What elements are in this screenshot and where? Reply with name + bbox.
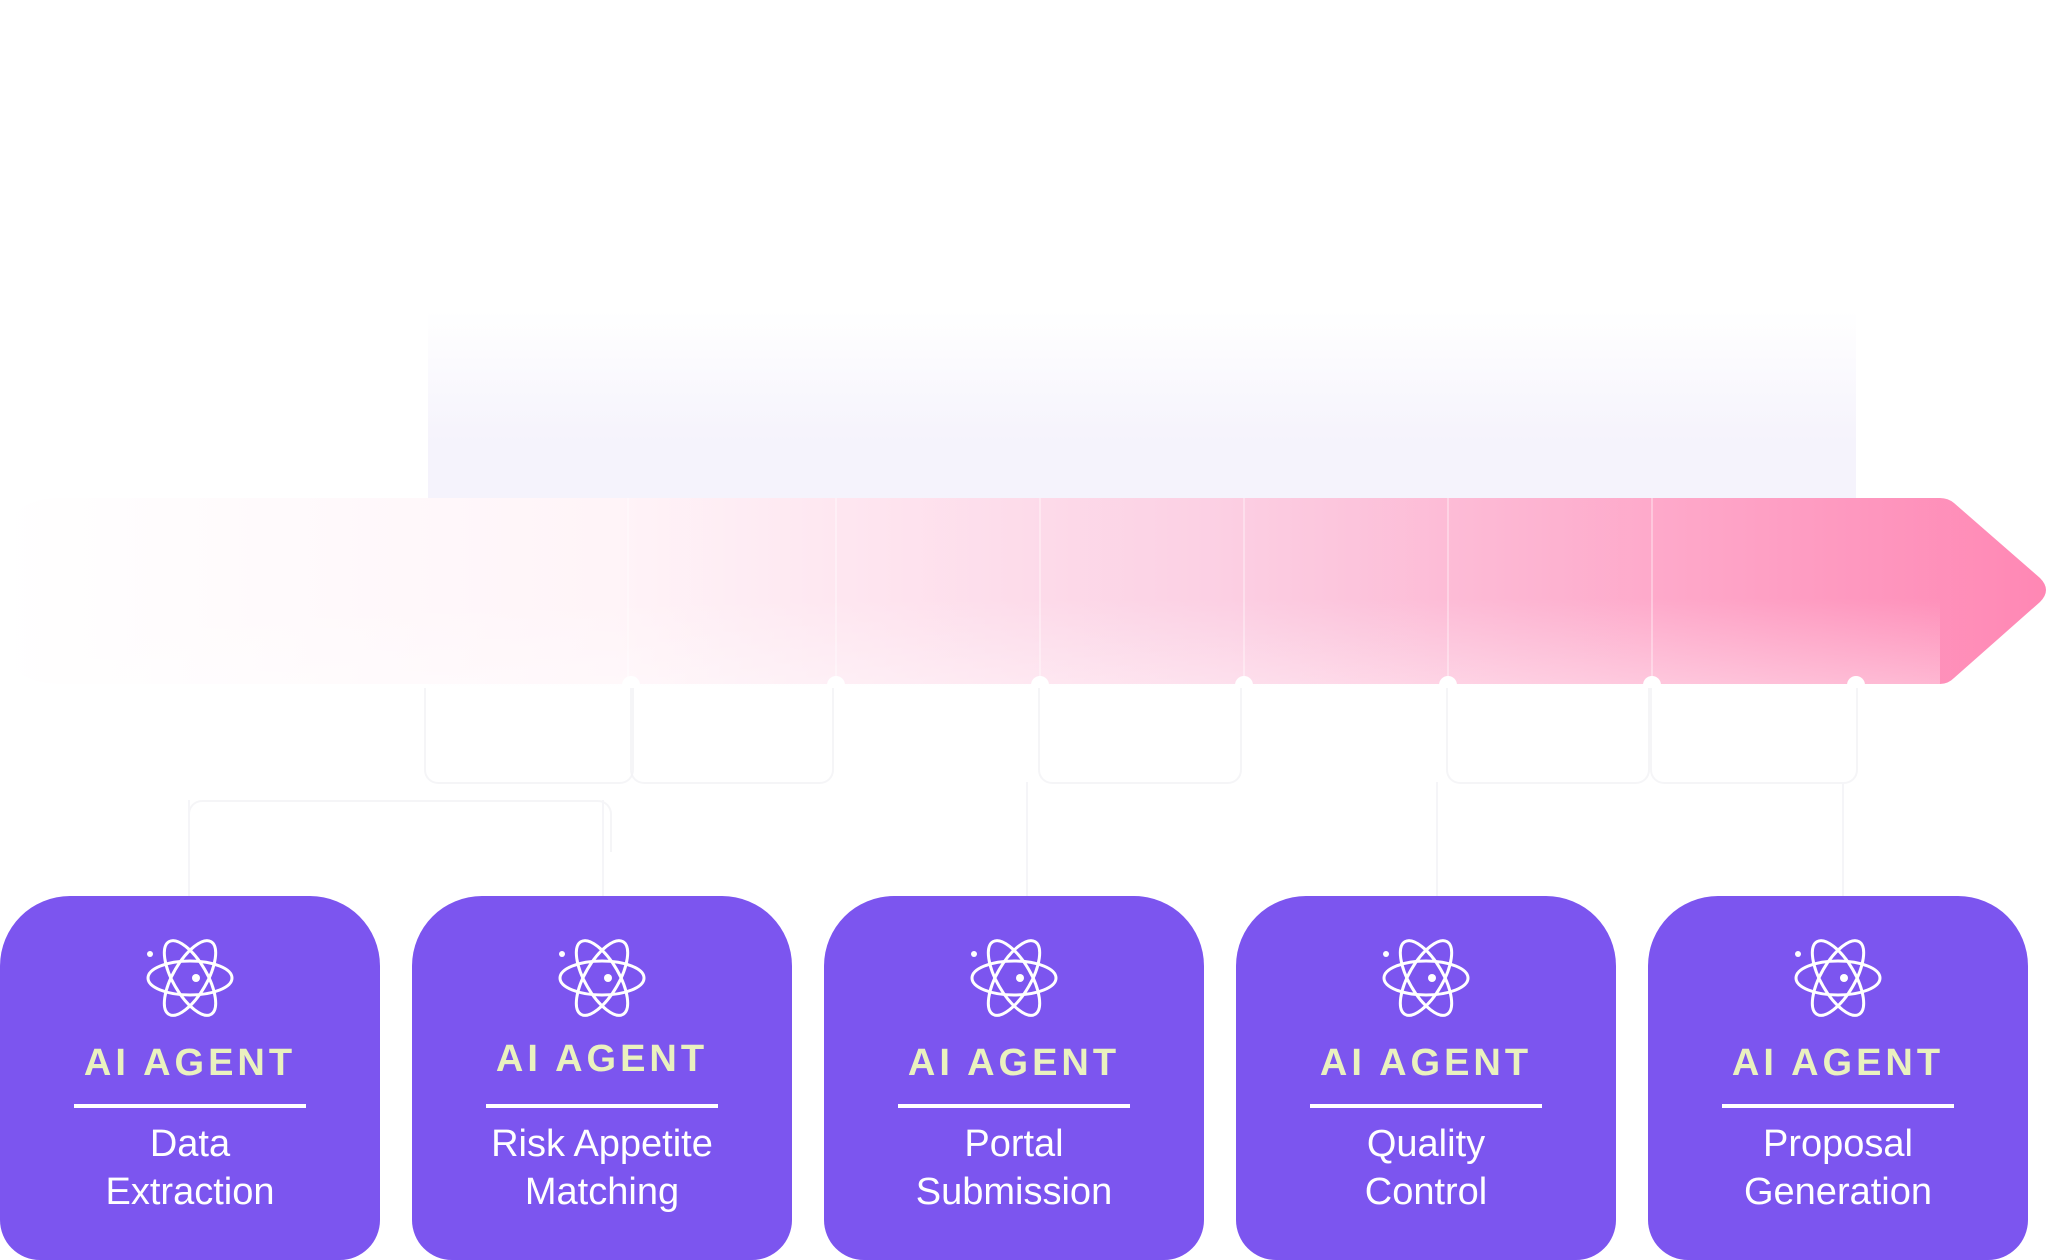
process-arrow: [0, 498, 2049, 688]
atom-icon: [1382, 939, 1470, 1017]
agent-card-proposal-generation: AI AGENT Proposal Generation: [1648, 896, 2028, 1260]
connector-line: [602, 800, 604, 896]
agent-label: AI AGENT: [83, 1042, 297, 1084]
agent-card-data-extraction: AI AGENT Data Extraction: [0, 896, 380, 1260]
atom-icon: [558, 939, 646, 1017]
divider: [486, 1104, 718, 1108]
agent-card-quality-control: AI AGENT Quality Control: [1236, 896, 1616, 1260]
agent-title: Data Extraction: [20, 1120, 360, 1216]
agent-title: Portal Submission: [844, 1120, 1184, 1216]
agent-title-line: Control: [1364, 1171, 1488, 1213]
agent-label: AI AGENT: [495, 1038, 709, 1080]
connector-bracket: [1446, 688, 1650, 784]
agent-title-line: Generation: [1743, 1171, 1932, 1213]
connector-line: [1026, 782, 1028, 896]
agent-title-line: Risk Appetite: [491, 1123, 713, 1165]
agent-card-risk-appetite-matching: AI AGENT Risk Appetite Matching: [412, 896, 792, 1260]
agent-card-portal-submission: AI AGENT Portal Submission: [824, 896, 1204, 1260]
agent-title-line: Proposal: [1763, 1123, 1913, 1165]
connector-line: [188, 800, 190, 896]
divider: [1722, 1104, 1954, 1108]
connector-bracket: [1038, 688, 1242, 784]
divider: [898, 1104, 1130, 1108]
atom-icon: [146, 939, 234, 1017]
agent-label: AI AGENT: [907, 1042, 1121, 1084]
agent-title: Proposal Generation: [1668, 1120, 2008, 1216]
agent-label: AI AGENT: [1319, 1042, 1533, 1084]
agent-title-line: Portal: [964, 1123, 1064, 1165]
divider: [1310, 1104, 1542, 1108]
connector-line: [1436, 782, 1438, 896]
connector-bracket: [630, 688, 834, 784]
agent-title-line: Submission: [915, 1171, 1113, 1213]
agent-title-line: Matching: [524, 1171, 680, 1213]
agent-title: Quality Control: [1256, 1120, 1596, 1216]
atom-icon: [1794, 939, 1882, 1017]
connector-bracket: [188, 800, 612, 852]
agent-title-line: Data: [149, 1123, 231, 1165]
agent-title: Risk Appetite Matching: [432, 1120, 772, 1216]
agent-title-line: Extraction: [105, 1171, 275, 1213]
atom-icon: [970, 939, 1058, 1017]
connector-bracket: [424, 688, 634, 784]
connector-bracket: [1650, 688, 1858, 784]
agent-title-line: Quality: [1366, 1123, 1486, 1165]
divider: [74, 1104, 306, 1108]
agent-label: AI AGENT: [1731, 1042, 1945, 1084]
connector-line: [1842, 782, 1844, 896]
